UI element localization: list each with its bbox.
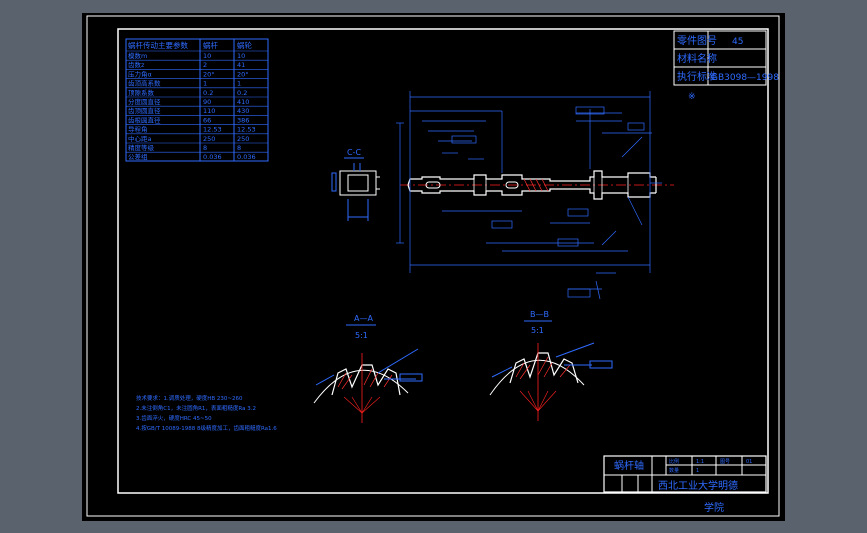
table-cell: 顶隙系数 bbox=[128, 88, 155, 97]
table-cell: 66 bbox=[203, 116, 211, 124]
tb-cell-5: 1 bbox=[696, 468, 699, 474]
title-part-name: 蜗杆轴 bbox=[614, 459, 644, 472]
tolerance-frames bbox=[451, 106, 645, 298]
table-cell: 0.2 bbox=[237, 89, 247, 97]
info-value-3: GB3098—1998 bbox=[711, 73, 779, 83]
title-school: 西北工业大学明德 bbox=[658, 479, 738, 492]
technical-notes: 技术要求：1.调质处理，硬度HB 230~260 2.未注倒角C1，未注圆角R1… bbox=[136, 394, 277, 432]
gear-parameter-table: 模数m 10 10 齿数z 2 41 压力角α 20° 20° 齿顶高系数 1 1 顶隙系数 0.2 0.2… bbox=[125, 38, 269, 162]
table-cell: 分度圆直径 bbox=[128, 97, 161, 106]
table-cell: 压力角α bbox=[128, 69, 152, 78]
table-cell: 模数m bbox=[128, 51, 147, 60]
table-cell: 齿顶圆直径 bbox=[128, 106, 161, 115]
table-cell: 430 bbox=[237, 107, 249, 115]
table-cell: 90 bbox=[203, 98, 211, 106]
table-cell: 1 bbox=[203, 80, 207, 88]
table-cell: 导程角 bbox=[128, 125, 148, 134]
title-block: 蜗杆轴 比例 1:1 图号 01 数量 1 西北工业大学明德 学院 bbox=[603, 455, 767, 514]
table-cell: 0.036 bbox=[237, 153, 256, 161]
table-cell: 公差组 bbox=[128, 152, 148, 161]
tb-cell-3: 01 bbox=[746, 459, 752, 465]
tb-cell-0: 比例 bbox=[669, 458, 679, 465]
table-cell: 0.2 bbox=[203, 89, 213, 97]
table-header-1: 蜗杆 bbox=[203, 40, 218, 50]
table-cell: 10 bbox=[203, 52, 211, 60]
table-cell: 齿根圆直径 bbox=[128, 115, 161, 124]
table-cell: 410 bbox=[237, 98, 249, 106]
section-b-scale: 5:1 bbox=[531, 326, 544, 335]
table-cell: 齿顶高系数 bbox=[128, 79, 161, 88]
table-cell: 10 bbox=[237, 52, 245, 60]
table-header-0: 蜗杆传动主要参数 bbox=[128, 40, 188, 50]
info-label-2: 材料名称 bbox=[677, 52, 717, 65]
table-cell: 精度等级 bbox=[128, 143, 155, 152]
part-info-box: 零件图号 材料名称 执行标准 45 GB3098—1998 bbox=[673, 30, 779, 86]
drawing-frame bbox=[117, 28, 769, 494]
tech-note-2: 2.未注倒角C1，未注圆角R1，表面粗糙度Ra 3.2 bbox=[136, 404, 256, 412]
section-a-a: A—A 5:1 bbox=[313, 314, 423, 423]
table-cell: 1 bbox=[237, 80, 241, 88]
info-label-1: 零件图号 bbox=[677, 35, 717, 47]
info-value-1: 45 bbox=[732, 37, 743, 47]
cad-drawing: 零件图号 材料名称 执行标准 45 GB3098—1998 ※ 模数m 10 10 齿… bbox=[86, 15, 780, 517]
section-a-scale: 5:1 bbox=[355, 331, 368, 340]
info-label-3: 执行标准 bbox=[677, 70, 717, 83]
table-cell: 250 bbox=[203, 135, 215, 143]
main-dimensions bbox=[396, 91, 662, 300]
table-cell: 中心距a bbox=[128, 134, 152, 143]
tb-cell-2: 图号 bbox=[720, 459, 730, 465]
tech-note-4: 4.按GB/T 10089-1988 8级精度加工，齿面粗糙度Ra1.6 bbox=[136, 424, 277, 432]
detail-view-c: C-C bbox=[331, 148, 380, 221]
section-b-label: B—B bbox=[530, 310, 549, 319]
cad-viewport[interactable]: 零件图号 材料名称 执行标准 45 GB3098—1998 ※ 模数m 10 10 齿… bbox=[82, 13, 785, 521]
table-cell: 2 bbox=[203, 61, 207, 69]
table-cell: 20° bbox=[237, 70, 249, 78]
tech-note-3: 3.齿面淬火，硬度HRC 45~50 bbox=[136, 414, 212, 422]
table-cell: 20° bbox=[203, 70, 215, 78]
sheet-outer-border bbox=[86, 15, 780, 517]
tech-note-1: 技术要求：1.调质处理，硬度HB 230~260 bbox=[136, 394, 243, 402]
table-cell: 110 bbox=[203, 107, 215, 115]
table-cell: 386 bbox=[237, 116, 249, 124]
table-cell: 12.53 bbox=[237, 126, 256, 134]
table-cell: 12.53 bbox=[203, 126, 222, 134]
section-b-b: B—B 5:1 bbox=[489, 310, 613, 421]
table-header-2: 蜗轮 bbox=[237, 40, 252, 50]
worm-shaft-main-view bbox=[400, 170, 674, 200]
table-cell: 齿数z bbox=[128, 60, 145, 69]
tb-cell-1: 1:1 bbox=[696, 459, 704, 465]
table-cell: 8 bbox=[203, 144, 207, 152]
table-cell: 8 bbox=[237, 144, 241, 152]
title-below: 学院 bbox=[704, 501, 724, 514]
table-cell: 250 bbox=[237, 135, 249, 143]
table-cell: 41 bbox=[237, 61, 245, 69]
tb-cell-4: 数量 bbox=[669, 467, 679, 474]
detail-c-label: C-C bbox=[347, 148, 361, 157]
table-cell: 0.036 bbox=[203, 153, 222, 161]
stamp-mark: ※ bbox=[688, 92, 696, 102]
section-a-label: A—A bbox=[354, 314, 373, 323]
